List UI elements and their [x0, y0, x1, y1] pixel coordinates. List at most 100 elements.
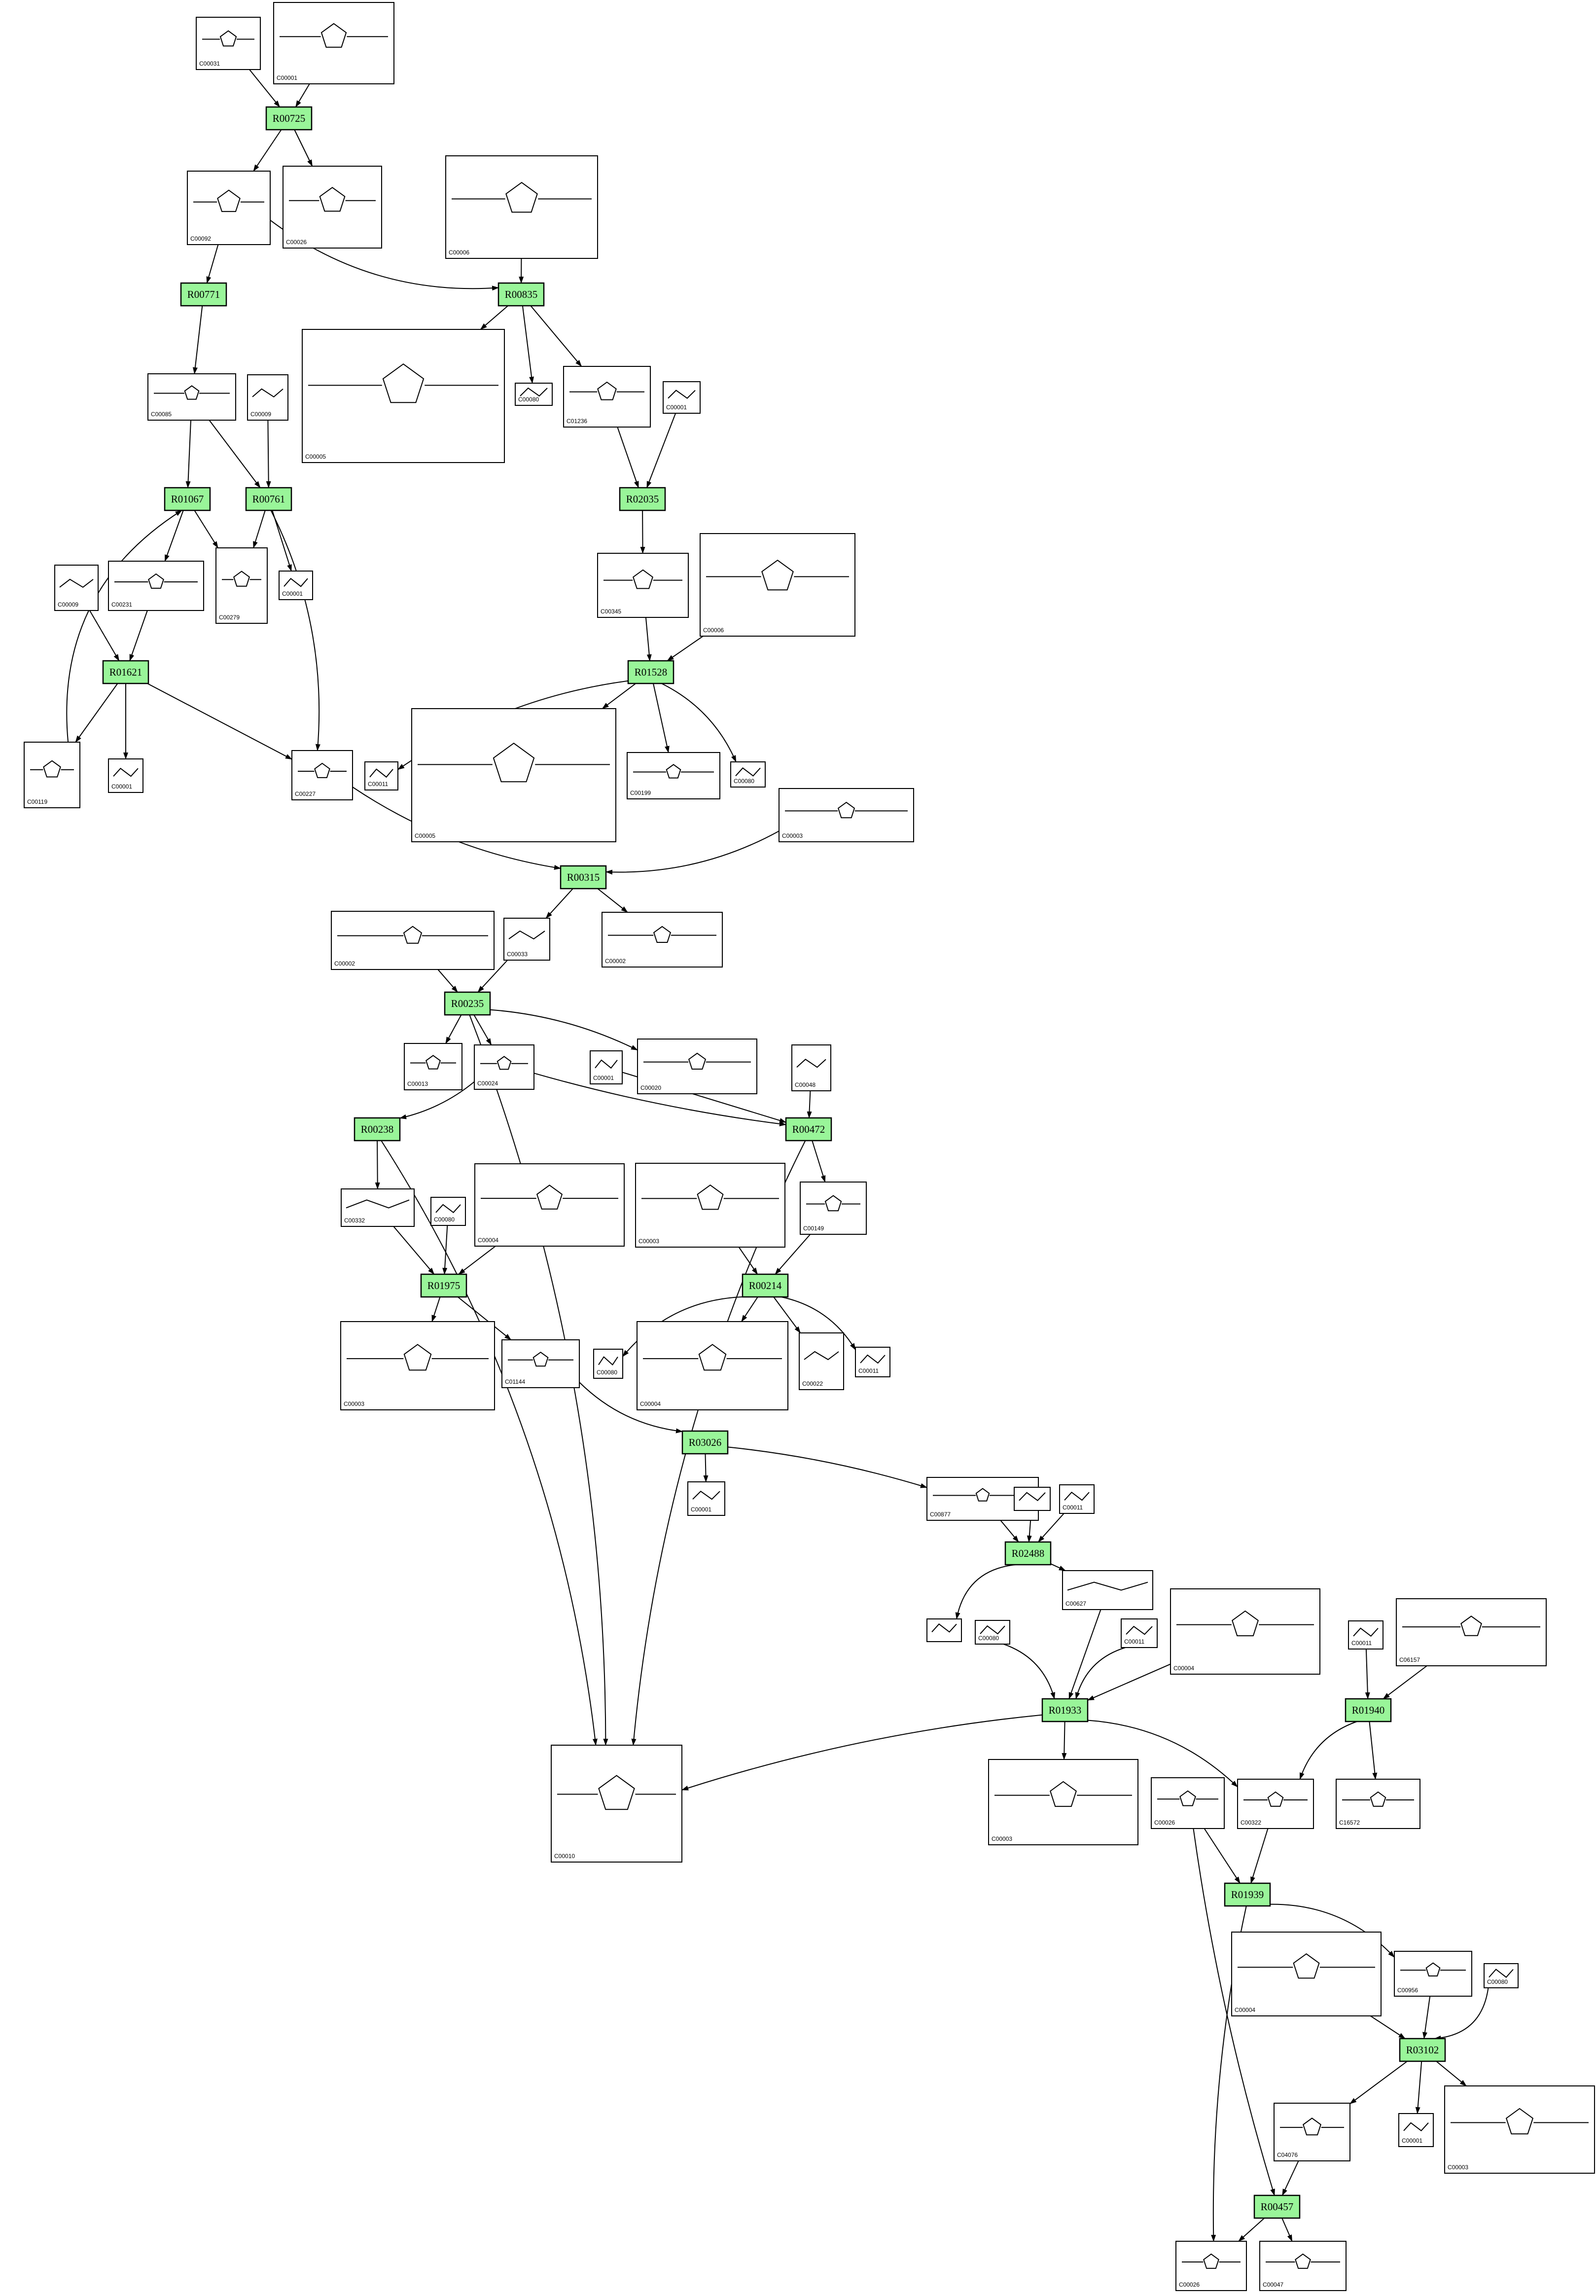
compound-node[interactable]: C00010: [551, 1745, 682, 1863]
reaction-node[interactable]: R00238: [354, 1117, 401, 1142]
compound-node[interactable]: C16572: [1336, 1779, 1420, 1829]
compound-node[interactable]: C00627: [1062, 1570, 1153, 1610]
reaction-node[interactable]: R01528: [627, 660, 674, 684]
compound-node[interactable]: C00080: [1484, 1963, 1519, 1988]
compound-node[interactable]: C00011: [1348, 1620, 1383, 1650]
compound-id: C00345: [601, 608, 621, 615]
compound-node[interactable]: C00005: [411, 708, 616, 842]
compound-node[interactable]: C00022: [799, 1332, 844, 1390]
compound-node[interactable]: C00026: [283, 166, 382, 249]
reaction-node[interactable]: R00457: [1253, 2194, 1301, 2219]
compound-node[interactable]: C00322: [1237, 1779, 1314, 1829]
compound-node[interactable]: C00080: [975, 1620, 1010, 1645]
compound-node[interactable]: C00026: [1175, 2241, 1247, 2291]
compound-node[interactable]: C00020: [637, 1039, 757, 1094]
molecule-bond: [1403, 2122, 1429, 2132]
reaction-node[interactable]: R00725: [265, 106, 313, 131]
compound-node[interactable]: C00006: [445, 155, 598, 259]
compound-node[interactable]: C00024: [474, 1044, 534, 1090]
reaction-node[interactable]: R01067: [164, 487, 211, 511]
molecule-ring: [697, 1184, 724, 1210]
compound-id: C00004: [1235, 2007, 1255, 2013]
compound-node[interactable]: C00004: [637, 1321, 788, 1410]
compound-box: [563, 366, 651, 428]
compound-node[interactable]: C00031: [196, 17, 261, 70]
compound-node[interactable]: C00047: [1259, 2241, 1347, 2291]
compound-node[interactable]: C00033: [503, 918, 550, 961]
compound-box: [1259, 2241, 1347, 2291]
compound-node[interactable]: C00199: [627, 752, 720, 799]
compound-node[interactable]: [1014, 1487, 1051, 1511]
compound-node[interactable]: C00011: [1121, 1618, 1158, 1648]
compound-node[interactable]: C00085: [147, 373, 236, 421]
compound-node[interactable]: C00048: [791, 1044, 831, 1091]
compound-node[interactable]: C00149: [800, 1182, 867, 1235]
reaction-node[interactable]: R00315: [560, 865, 607, 890]
reaction-node[interactable]: R00235: [444, 991, 491, 1016]
compound-node[interactable]: C00092: [187, 171, 271, 245]
compound-node[interactable]: C00009: [247, 374, 288, 421]
compound-node[interactable]: C00279: [215, 547, 268, 624]
reaction-node[interactable]: R01939: [1224, 1882, 1271, 1907]
compound-node[interactable]: C00001: [1398, 2113, 1434, 2147]
compound-box: [637, 1039, 757, 1094]
compound-node[interactable]: C00004: [1170, 1588, 1320, 1675]
compound-node[interactable]: C00001: [108, 758, 143, 793]
compound-node[interactable]: C00011: [1059, 1484, 1095, 1514]
reaction-box: [245, 487, 292, 511]
reaction-node[interactable]: R03102: [1399, 2038, 1446, 2062]
reaction-node[interactable]: R00771: [180, 282, 227, 307]
compound-node[interactable]: C00011: [855, 1347, 890, 1377]
compound-node[interactable]: C00003: [779, 788, 914, 842]
reaction-node[interactable]: R00472: [785, 1117, 832, 1142]
compound-node[interactable]: C01236: [563, 366, 651, 428]
compound-node[interactable]: C00001: [279, 571, 313, 600]
compound-node[interactable]: C00001: [663, 381, 701, 414]
compound-node[interactable]: C00080: [593, 1349, 623, 1379]
compound-node[interactable]: C00227: [291, 750, 353, 800]
compound-node[interactable]: C06157: [1396, 1598, 1547, 1666]
reaction-node[interactable]: R03026: [681, 1430, 729, 1455]
compound-node[interactable]: C00345: [597, 553, 689, 618]
compound-node[interactable]: C01144: [501, 1339, 580, 1388]
reaction-node[interactable]: R00761: [245, 487, 292, 511]
reaction-node[interactable]: R01621: [102, 660, 149, 684]
compound-node[interactable]: C00003: [340, 1321, 495, 1410]
reaction-node[interactable]: R02488: [1004, 1541, 1052, 1566]
compound-node[interactable]: C00002: [602, 912, 723, 968]
compound-node[interactable]: C00001: [687, 1481, 725, 1516]
compound-node[interactable]: C00080: [730, 761, 766, 788]
compound-node[interactable]: C04076: [1274, 2103, 1350, 2161]
compound-node[interactable]: C00080: [515, 383, 553, 406]
compound-node[interactable]: C00003: [988, 1759, 1138, 1845]
compound-node[interactable]: C00005: [302, 329, 505, 463]
compound-node[interactable]: C00026: [1151, 1777, 1225, 1829]
compound-node[interactable]: C00119: [24, 742, 80, 808]
compound-node[interactable]: C00231: [108, 561, 204, 611]
compound-node[interactable]: C00956: [1394, 1951, 1472, 1997]
reaction-node[interactable]: R01940: [1345, 1698, 1392, 1722]
compound-node[interactable]: C00004: [474, 1163, 625, 1247]
compound-node[interactable]: C00080: [430, 1197, 466, 1226]
compound-node[interactable]: C00003: [635, 1163, 785, 1248]
edge-arrow: [270, 510, 320, 751]
compound-node[interactable]: C00009: [54, 565, 99, 611]
reaction-node[interactable]: R02035: [619, 487, 666, 511]
compound-node[interactable]: C00011: [364, 761, 398, 790]
compound-id: C00003: [638, 1238, 659, 1245]
compound-node[interactable]: C00006: [700, 533, 855, 637]
reaction-node[interactable]: R01933: [1041, 1698, 1089, 1722]
compound-node[interactable]: C00004: [1231, 1932, 1382, 2016]
reaction-node[interactable]: R00214: [742, 1273, 789, 1298]
compound-node[interactable]: C00003: [1444, 2085, 1595, 2174]
edge-arrow: [206, 244, 219, 284]
compound-node[interactable]: C00013: [404, 1043, 462, 1090]
compound-node[interactable]: C00001: [273, 2, 394, 84]
edge-arrow: [741, 1296, 758, 1322]
compound-node[interactable]: C00332: [341, 1188, 415, 1227]
reaction-node[interactable]: R01975: [420, 1273, 467, 1298]
compound-node[interactable]: C00001: [590, 1050, 623, 1084]
reaction-node[interactable]: R00835: [497, 282, 545, 307]
compound-node[interactable]: [926, 1618, 962, 1642]
compound-node[interactable]: C00002: [331, 911, 495, 970]
